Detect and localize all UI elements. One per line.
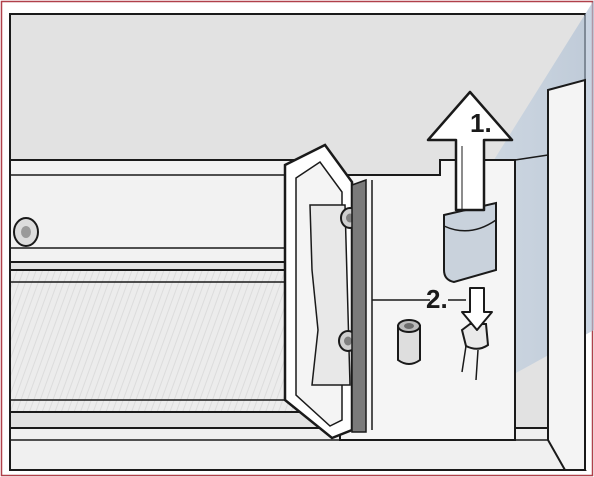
step-1-label: 1. xyxy=(470,108,492,138)
arrow-down-step-2 xyxy=(461,287,493,331)
lower-clip xyxy=(460,323,490,381)
upper-clip xyxy=(443,201,497,284)
cylinder-post xyxy=(397,319,421,365)
lower-rail xyxy=(9,269,301,413)
cabinet-side xyxy=(547,78,586,471)
hinged-lid xyxy=(283,143,367,440)
arrow-up-step-1 xyxy=(426,90,514,212)
step-2-label: 2. xyxy=(426,284,448,314)
upper-rail xyxy=(9,159,311,263)
